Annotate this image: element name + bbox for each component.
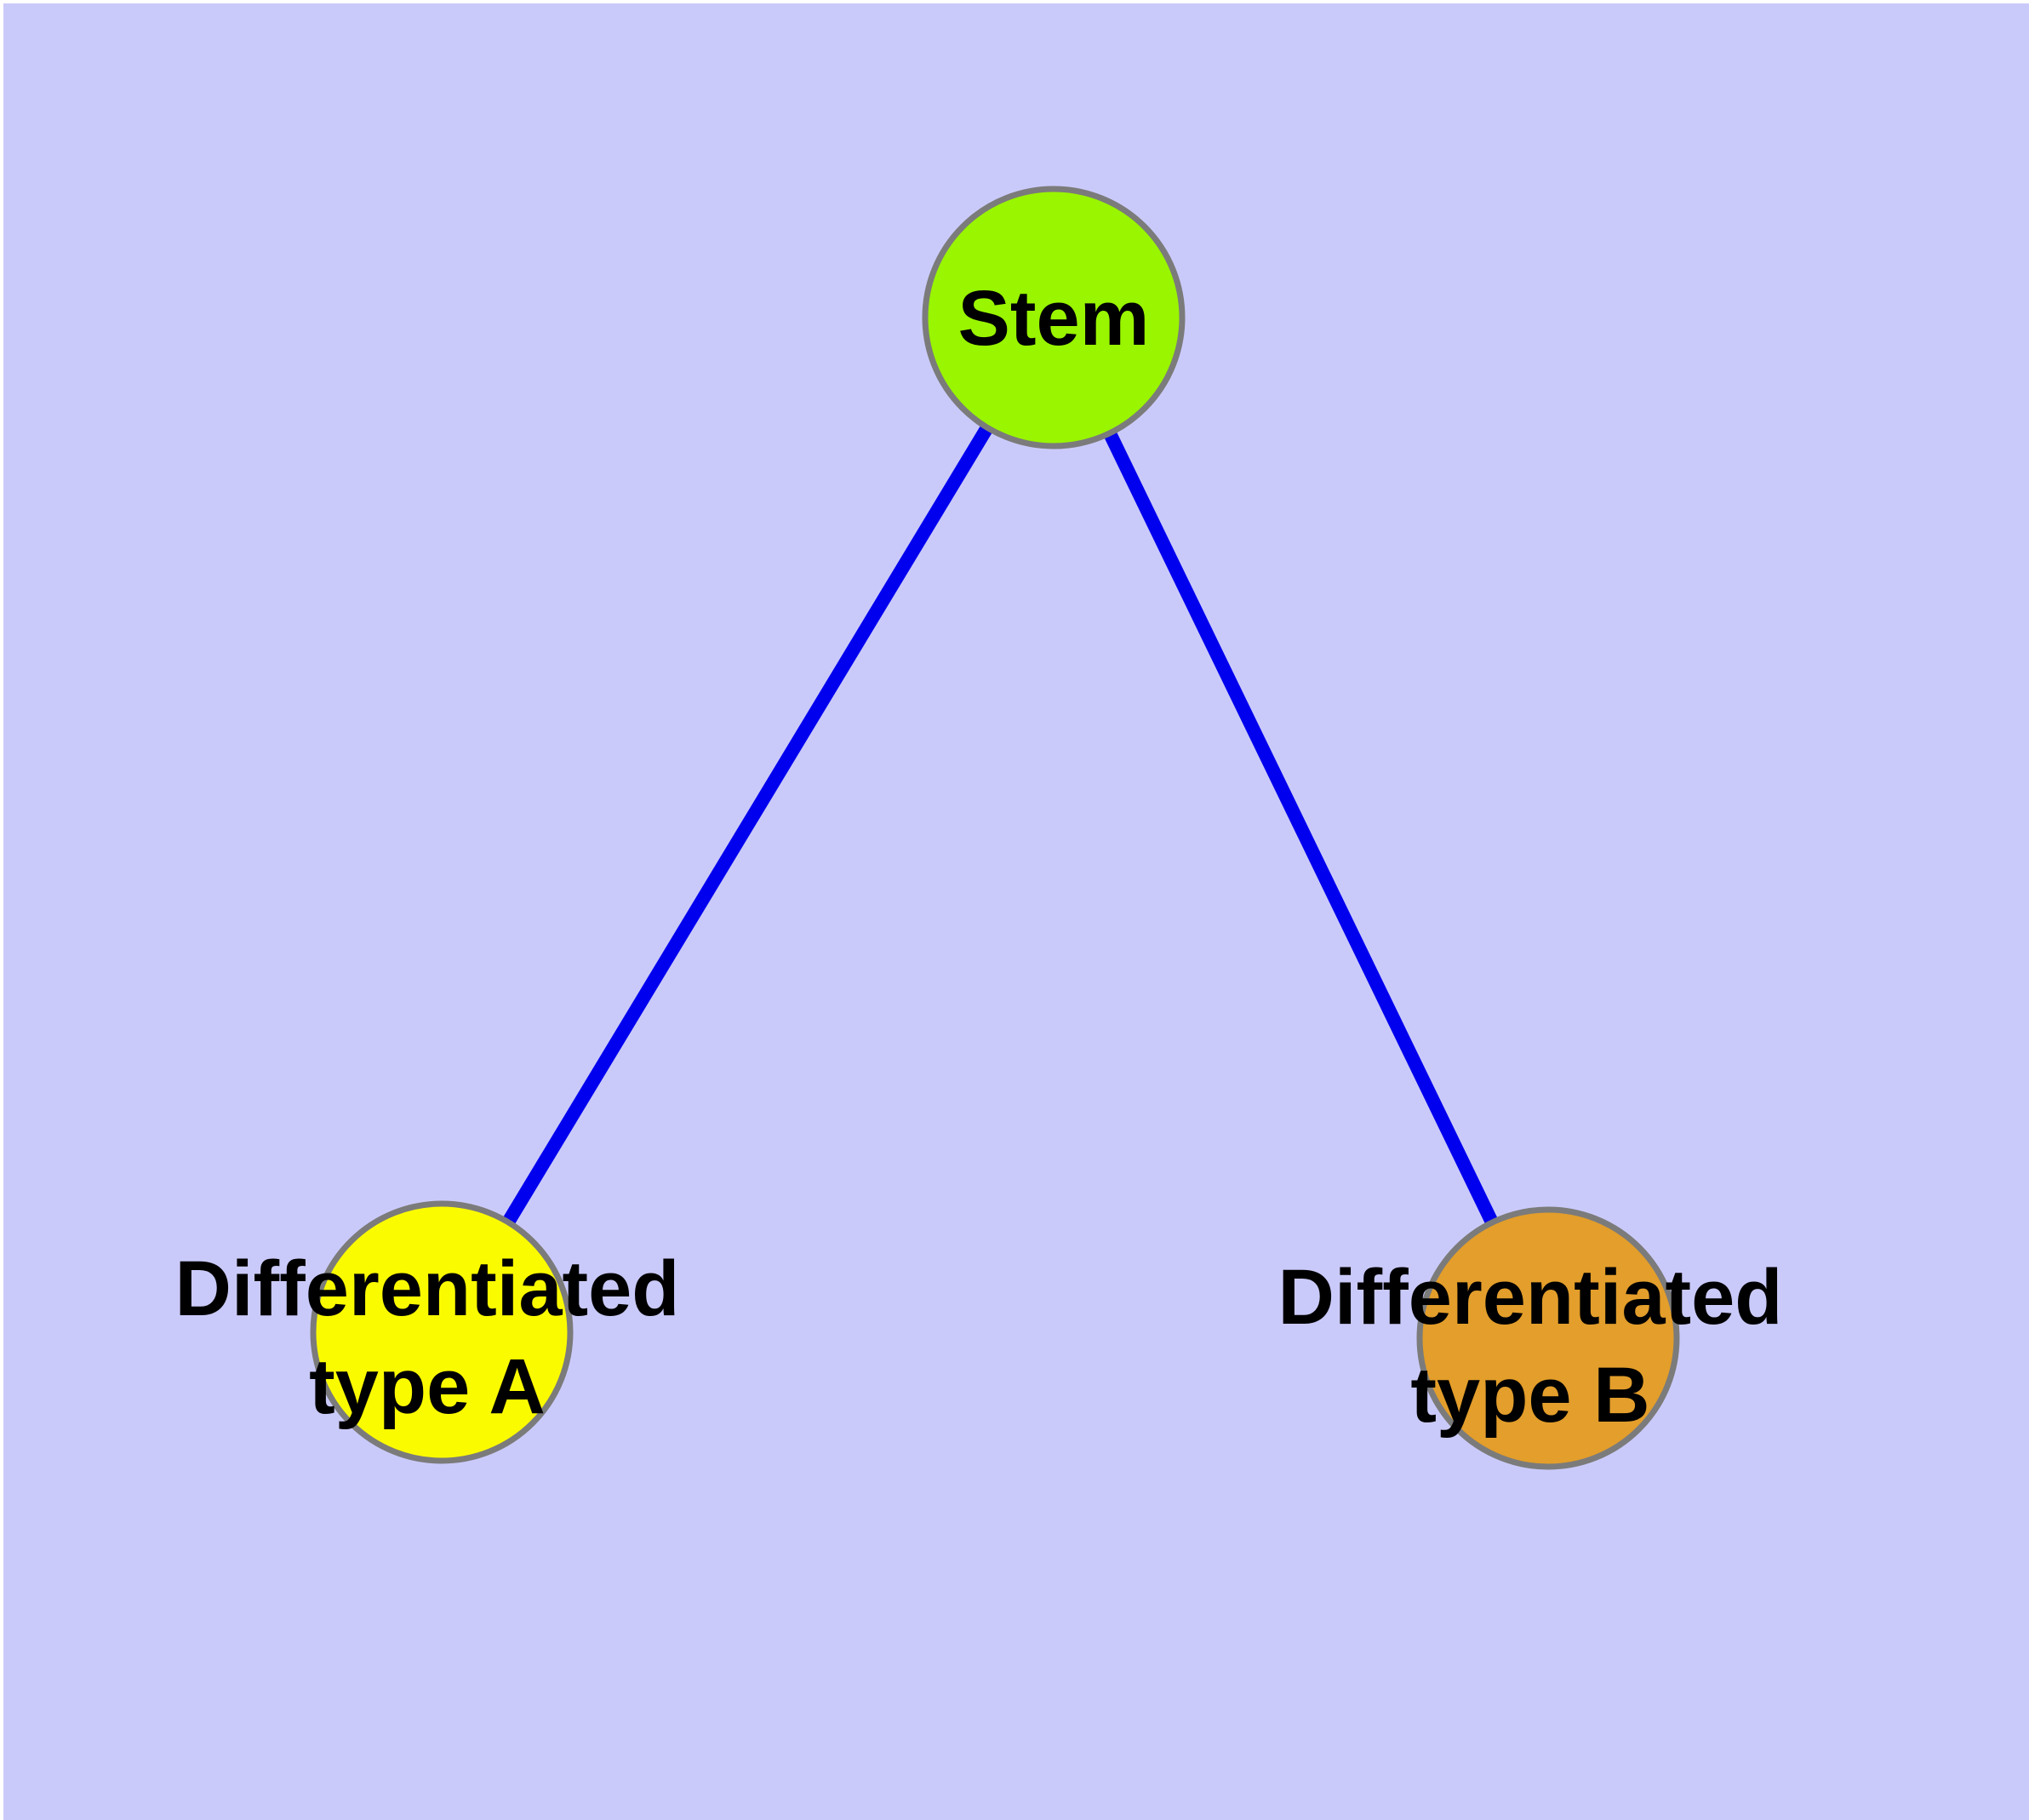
node-differentiated-type-b bbox=[1416, 1206, 1680, 1470]
node-stem bbox=[922, 186, 1186, 449]
node-type-a-label-line2: type A bbox=[309, 1343, 546, 1430]
node-type-a-label-line1: Differentiated bbox=[175, 1245, 680, 1332]
node-differentiated-type-a bbox=[310, 1200, 574, 1464]
node-type-b-label-line1: Differentiated bbox=[1278, 1254, 1783, 1341]
node-type-b-label-line2: type B bbox=[1410, 1352, 1649, 1439]
edge-stem-to-type-a bbox=[436, 313, 1060, 1336]
node-stem-label: Stem bbox=[958, 275, 1150, 362]
edge-stem-to-type-b bbox=[1047, 314, 1555, 1342]
